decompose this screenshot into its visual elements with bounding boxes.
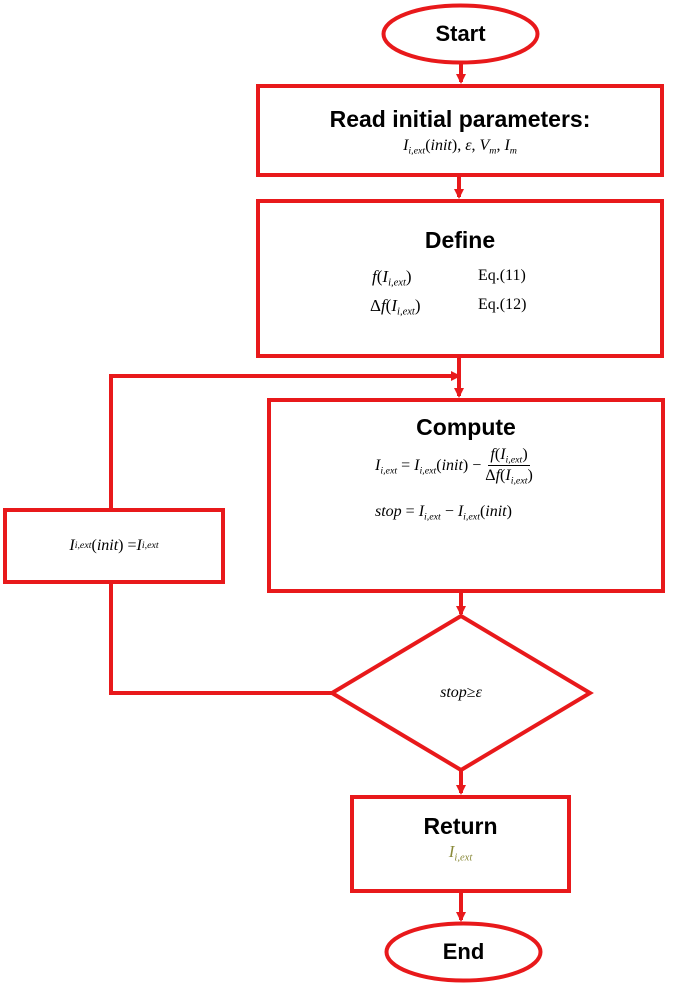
read-parameters-box: Read initial parameters: Ii,ext(init), ε… (256, 84, 664, 177)
return-title: Return (423, 813, 498, 839)
read-parameters-formula: Ii,ext(init), ε, Vm, Im (403, 137, 517, 157)
loop-back-line (109, 371, 461, 510)
end-label: End (442, 939, 485, 964)
start-label: Start (435, 21, 486, 46)
return-value: Ii,ext (448, 842, 473, 864)
compute-update-formula: Ii,ext = Ii,ext(init) − f(Ii,ext) Δf(Ii,… (375, 446, 533, 487)
decision-to-update-line (109, 582, 332, 695)
return-box: Return Ii,ext (350, 795, 571, 893)
decision-node: stop ≥ ε (328, 612, 594, 774)
decision-condition: stop ≥ ε (440, 684, 482, 701)
compute-stop-formula: stop = Ii,ext − Ii,ext(init) (375, 503, 512, 523)
read-parameters-title: Read initial parameters: (329, 106, 591, 132)
define-f-formula: f(Ii,ext) (372, 267, 412, 289)
end-node: End (384, 921, 543, 983)
define-title: Define (424, 227, 496, 253)
define-eq-11: Eq.(11) (478, 267, 526, 284)
define-delta-f-formula: Δf(Ii,ext) (370, 296, 421, 318)
compute-box: Compute Ii,ext = Ii,ext(init) − f(Ii,ext… (267, 398, 665, 593)
define-box: Define f(Ii,ext) Eq.(11) Δf(Ii,ext) Eq.(… (256, 199, 664, 358)
define-eq-12: Eq.(12) (478, 296, 527, 313)
start-node: Start (381, 3, 540, 65)
compute-title: Compute (416, 414, 516, 440)
